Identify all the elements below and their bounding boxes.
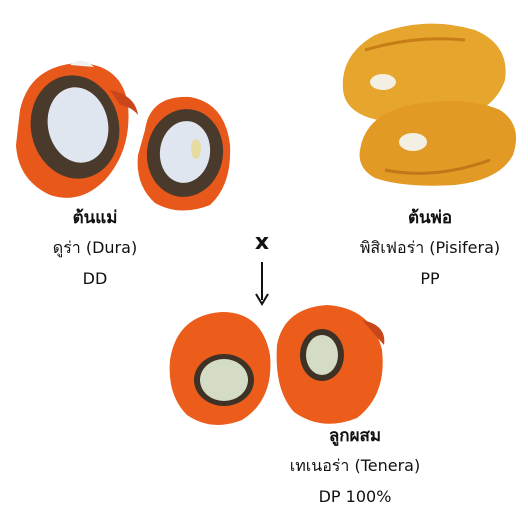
offspring-variety: เทเนอร่า (Tenera) <box>270 458 440 474</box>
offspring-genotype: DP 100% <box>270 489 440 505</box>
mother-genotype: DD <box>35 271 155 287</box>
dura-fruit-right <box>138 97 231 211</box>
mother-label: ต้นแม่ ดูร่า (Dura) DD <box>35 210 155 287</box>
father-title: ต้นพ่อ <box>340 210 520 227</box>
cross-symbol: x <box>250 230 274 255</box>
mother-variety: ดูร่า (Dura) <box>35 240 155 256</box>
offspring-title: ลูกผสม <box>270 428 440 445</box>
father-label: ต้นพ่อ พิสิเฟอร่า (Pisifera) PP <box>340 210 520 287</box>
mother-title: ต้นแม่ <box>35 210 155 227</box>
tenera-fruit-left <box>170 312 271 425</box>
father-variety: พิสิเฟอร่า (Pisifera) <box>340 240 520 256</box>
offspring-label: ลูกผสม เทเนอร่า (Tenera) DP 100% <box>270 428 440 505</box>
dura-fruit-left <box>16 60 138 197</box>
father-genotype: PP <box>340 271 520 287</box>
tenera-fruits-image <box>162 300 392 430</box>
pisifera-fruits-image <box>335 10 525 190</box>
down-arrow-icon <box>247 260 277 308</box>
tenera-fruit-right <box>277 305 385 424</box>
dura-fruits-image <box>10 55 240 215</box>
